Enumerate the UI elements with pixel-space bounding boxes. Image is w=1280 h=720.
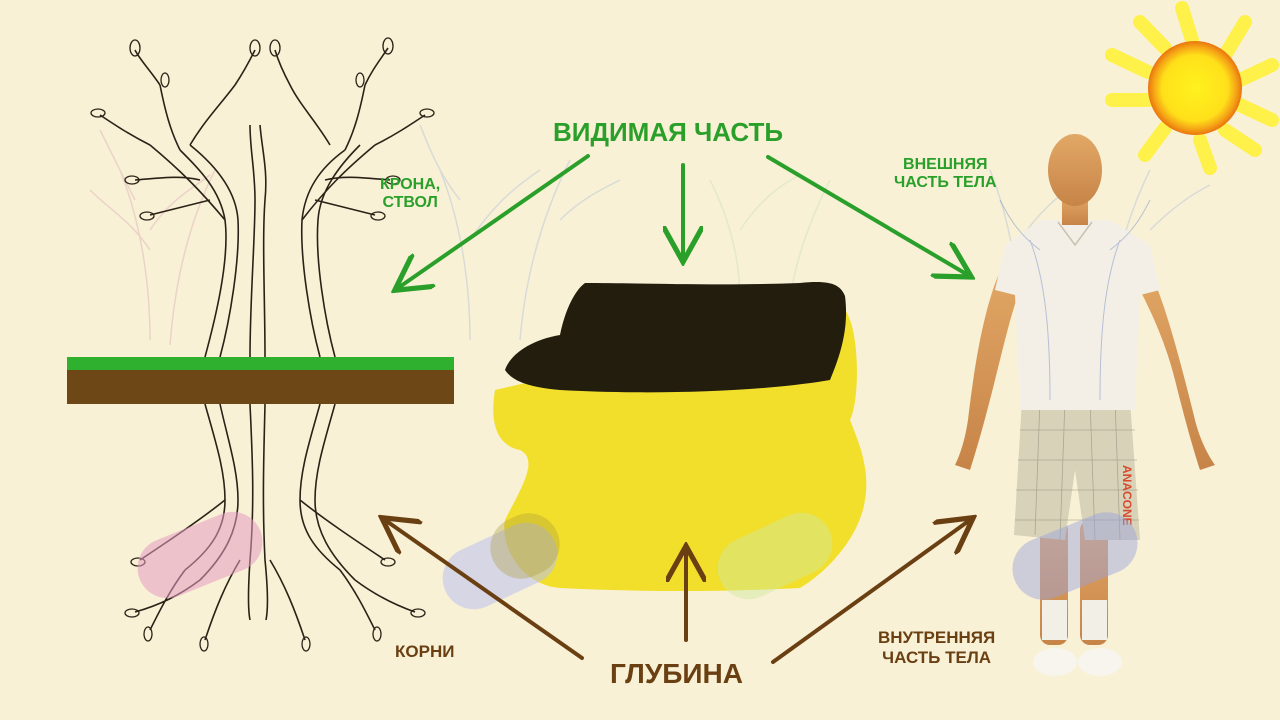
arrow-to-outer-body — [766, 155, 968, 275]
outer-body-label: ВНЕШНЯЯ ЧАСТЬ ТЕЛА — [894, 156, 997, 193]
sponge-icon — [493, 282, 867, 591]
svg-text:ANACONE: ANACONE — [1120, 465, 1134, 526]
faint-tree-pink-icon — [89, 129, 216, 346]
visible-part-heading: ВИДИМАЯ ЧАСТЬ — [553, 117, 784, 147]
inner-body-label-line1: ВНУТРЕННЯЯ — [878, 628, 996, 647]
arrow-to-inner-body — [771, 520, 970, 664]
lavender-highlight-pill — [442, 522, 558, 610]
arrow-to-crown — [398, 154, 590, 288]
green-highlight-pill — [717, 512, 833, 600]
outer-body-label-line2: ЧАСТЬ ТЕЛА — [894, 174, 997, 192]
olive-highlight-pill — [490, 513, 560, 579]
crown-trunk-label-line2: СТВОЛ — [382, 194, 438, 212]
crown-trunk-label: КРОНА, СТВОЛ — [380, 176, 440, 213]
inner-body-label-line2: ЧАСТЬ ТЕЛА — [882, 647, 992, 667]
arrow-to-roots — [385, 520, 584, 660]
crown-trunk-label-line1: КРОНА, — [380, 176, 441, 193]
depth-heading: ГЛУБИНА — [610, 658, 743, 689]
outer-body-label-line1: ВНЕШНЯЯ — [903, 156, 988, 173]
inner-body-label: ВНУТРЕННЯЯ ЧАСТЬ ТЕЛА — [878, 628, 995, 667]
depth-arrows — [385, 520, 970, 664]
sun-icon — [1105, 1, 1279, 175]
roots-label: КОРНИ — [395, 642, 455, 661]
person-figure-icon: ANACONE — [955, 134, 1215, 676]
knee-highlight-pill — [1012, 512, 1138, 600]
pink-highlight-pill — [137, 511, 263, 599]
faint-tree-green-icon — [709, 174, 831, 301]
ground-strip — [67, 357, 454, 404]
visible-arrows — [398, 154, 968, 288]
